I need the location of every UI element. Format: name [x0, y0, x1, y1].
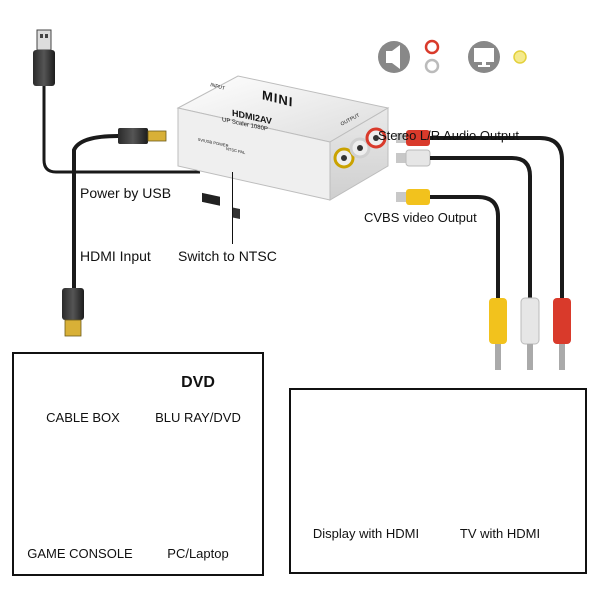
- rca-yellow-plug-bottom: [489, 298, 507, 344]
- adapter-usb-port: [202, 192, 220, 206]
- hdmi-plug-top-tip: [147, 130, 167, 142]
- usb-plug-body: [33, 50, 55, 86]
- hdmi-plug-bottom-body: [62, 288, 84, 320]
- rca-white-pin-top: [396, 153, 406, 163]
- dvd-badge: DVD: [181, 374, 215, 391]
- rca-white-plug-top: [405, 149, 431, 167]
- pc-laptop-label: PC/Laptop: [167, 546, 229, 561]
- blu-ray-dvd-label: BLU RAY/DVD: [155, 410, 241, 425]
- sources-box: [12, 352, 264, 576]
- switch-callout-line: [232, 172, 233, 244]
- hdmi-input-label: HDMI Input: [80, 248, 151, 264]
- rca-red-plug-top: [406, 130, 430, 146]
- hdmi2av-adapter: [176, 75, 390, 220]
- cable-box-label: CABLE BOX: [46, 410, 120, 425]
- adapter-ntsc-switch: [232, 207, 240, 220]
- rca-yellow-wire: [430, 195, 500, 300]
- rca-red-wire: [430, 136, 564, 300]
- usb-wire: [42, 86, 200, 174]
- audio-jack-icon: [424, 39, 440, 74]
- rca-cables: [396, 130, 571, 370]
- rca-white-wire: [430, 156, 532, 300]
- monitor-icon: [468, 41, 500, 73]
- usb-plug-tip: [36, 29, 52, 51]
- hdmi-wire: [72, 134, 119, 300]
- rca-yellow-plug-top: [406, 189, 430, 205]
- game-console-label: GAME CONSOLE: [27, 546, 133, 561]
- video-jack-icon: [513, 50, 527, 64]
- rca-red-pin-bottom: [559, 344, 565, 370]
- rca-yellow-pin-top: [396, 192, 406, 202]
- hdmi-plug-top-body: [118, 128, 148, 144]
- tv-with-hdmi-label: TV with HDMI: [459, 526, 541, 541]
- cvbs-video-output-label: CVBS video Output: [364, 210, 477, 225]
- rca-red-plug-bottom: [553, 298, 571, 344]
- stereo-audio-output-label: Stereo L/R Audio Output: [378, 128, 519, 143]
- rca-yellow-pin-bottom: [495, 344, 501, 370]
- rca-white-pin-bottom: [527, 344, 533, 370]
- speaker-icon: [378, 41, 410, 73]
- rca-red-pin-top: [396, 133, 406, 143]
- power-by-usb-label: Power by USB: [80, 185, 172, 201]
- usb-cable: [33, 29, 200, 174]
- display-with-hdmi-label: Display with HDMI: [312, 526, 420, 541]
- rca-white-plug-bottom: [520, 297, 540, 345]
- displays-box: [289, 388, 587, 574]
- hdmi-cable: [62, 128, 167, 337]
- hdmi-plug-bottom-tip: [64, 319, 82, 337]
- switch-to-ntsc-label: Switch to NTSC: [178, 248, 277, 264]
